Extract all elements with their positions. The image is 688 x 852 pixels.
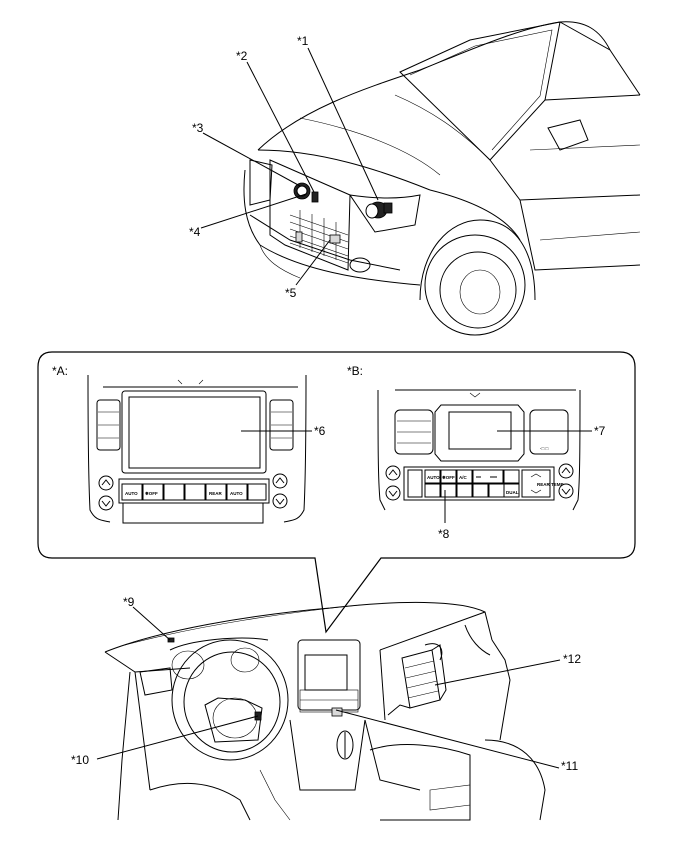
component-5-icon [329,234,341,244]
component-3-icon [293,182,311,200]
bottom-leader-lines [96,606,561,769]
callout-12: *12 [563,652,581,666]
center-display [304,654,348,691]
component-12-icon [387,643,447,716]
callout-9: *9 [123,595,135,609]
callout-11: *11 [561,759,578,773]
panel-b: ·□ □ AUTO ❅OFF A/C DUAL RE [377,389,581,511]
panel-a-btn-rear: REAR [209,491,223,496]
panel-b-indicator: ·□ □ [540,446,548,451]
component-1-icon [365,201,393,219]
callout-3: *3 [192,121,204,135]
view-a-label: *A: [52,364,68,378]
component-9-icon [167,637,175,643]
display-screen-a [128,396,261,469]
callout-1: *1 [297,34,309,48]
panel-b-btn-auto: AUTO [427,475,440,480]
vehicle-front-illustration [243,21,641,336]
panel-b-btn-dual: DUAL [506,490,519,495]
callout-7: *7 [594,424,606,438]
detail-balloon [37,351,636,634]
panel-a-btn-auto-2: AUTO [230,491,243,496]
panel-a: AUTO ❅OFF REAR AUTO [87,374,307,524]
panel-b-rear-temp: REAR TEMP [537,482,564,487]
temp-knob-down-a [98,495,114,511]
climate-buttons-a [121,483,267,501]
panel-b-btn-ac: A/C [459,475,468,480]
panel-a-btn-auto: AUTO [125,491,138,496]
callout-2: *2 [236,49,248,63]
callout-5: *5 [285,286,297,300]
view-b-label: *B: [347,364,363,378]
panel-a-btn-off: ❅OFF [145,491,158,496]
callout-4: *4 [189,225,201,239]
top-leader-lines [200,47,379,286]
callout-6: *6 [314,424,326,438]
callout-10: *10 [71,753,89,767]
panel-b-btn-off: ❅OFF [442,475,455,480]
component-2-icon [311,191,319,203]
climate-buttons-b [424,469,551,498]
dashboard-illustration [104,601,546,821]
callout-8: *8 [438,527,450,541]
temp-knob-up-a [98,475,114,491]
